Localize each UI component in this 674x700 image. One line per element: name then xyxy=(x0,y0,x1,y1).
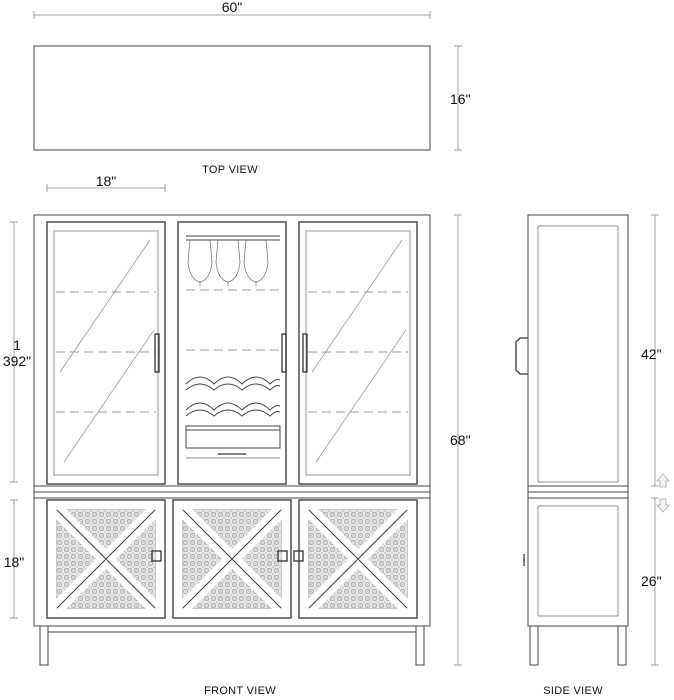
side-upper-body xyxy=(527,214,629,493)
drawer[interactable] xyxy=(185,425,281,449)
front-view-caption: FRONT VIEW xyxy=(204,685,276,697)
overall-height-dimension: 68" xyxy=(450,432,471,448)
left-door-handle[interactable] xyxy=(154,333,160,373)
top-view-outline xyxy=(33,45,431,151)
lower-right-knob[interactable] xyxy=(293,550,304,562)
right-glass-door xyxy=(298,221,418,485)
wine-glass-1 xyxy=(187,239,213,283)
wine-bottle-rack xyxy=(185,376,281,417)
side-right-leg xyxy=(617,626,627,666)
top-view-caption: TOP VIEW xyxy=(202,164,258,176)
lower-cabinet-body xyxy=(33,491,431,627)
lower-height-dimension: 18" xyxy=(4,554,25,570)
upper-height-dimension-line1: 1 xyxy=(13,337,21,353)
side-left-leg xyxy=(529,626,539,666)
lower-center-knob[interactable] xyxy=(277,550,288,562)
side-view-caption: SIDE VIEW xyxy=(543,685,603,697)
upper-cabinet-body xyxy=(33,214,431,493)
left-leg xyxy=(39,626,49,666)
top-view: 60" 16" TOP VIEW xyxy=(33,0,471,176)
side-lower-height-dimension: 26" xyxy=(641,573,662,589)
lower-door-center xyxy=(172,499,292,619)
top-width-dimension: 60" xyxy=(222,0,243,15)
lower-door-right xyxy=(298,499,418,619)
right-leg xyxy=(415,626,425,666)
side-view: 42" 26" SIDE VIEW xyxy=(515,214,670,697)
lower-door-left xyxy=(46,499,166,619)
upper-height-dimension-line2: 392" xyxy=(3,353,31,369)
top-depth-dimension: 16" xyxy=(450,91,471,107)
center-handle[interactable] xyxy=(281,333,287,373)
left-glass-door xyxy=(46,221,166,485)
right-door-handle[interactable] xyxy=(302,333,308,373)
wine-glass-3 xyxy=(243,239,269,283)
side-handle xyxy=(515,337,528,375)
lower-left-knob[interactable] xyxy=(151,550,162,562)
front-view: 18" 1 392" 18" 68" xyxy=(3,173,471,697)
door-width-dimension: 18" xyxy=(96,173,117,189)
side-lower-body xyxy=(527,491,629,627)
side-upper-height-dimension: 42" xyxy=(641,346,662,362)
wine-glass-2 xyxy=(215,239,241,283)
center-open-section xyxy=(177,221,287,485)
resize-arrows-icon xyxy=(656,473,670,513)
